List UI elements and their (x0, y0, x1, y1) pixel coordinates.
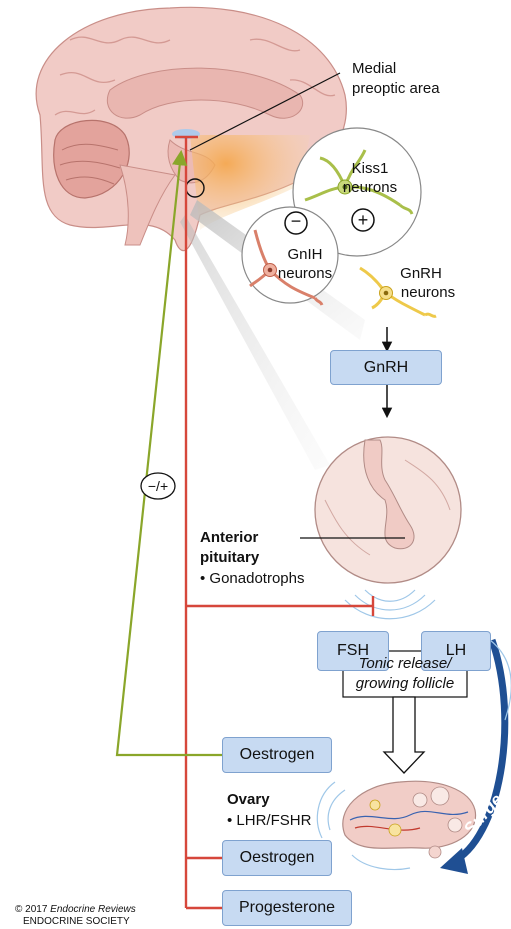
minus-sign: − (288, 212, 304, 231)
ovary-title: Ovary (227, 790, 270, 809)
oestrogen-box-ovary: Oestrogen (222, 840, 332, 876)
oestrogen-box-feedback: Oestrogen (222, 737, 332, 773)
tonic-release-line2: growing follicle (343, 674, 467, 693)
gnih-label-line1: GnIH (270, 245, 340, 264)
tonic-release-arrow (384, 697, 424, 773)
copyright-line2: ENDOCRINE SOCIETY (23, 916, 130, 928)
gonadotrophs-bullet: • Gonadotrophs (200, 569, 305, 588)
anterior-pituitary-title-line2: pituitary (200, 548, 259, 567)
pituitary-signal-arcs (345, 590, 435, 619)
gnih-label-line2: neurons (270, 264, 340, 283)
pituitary-illustration (315, 437, 461, 583)
copyright-journal: Endocrine Reviews (50, 904, 136, 915)
medial-preoptic-label-line1: Medial (352, 59, 396, 78)
kiss1-label-line2: neurons (335, 178, 405, 197)
ovary-illustration (317, 781, 475, 869)
plus-sign: + (355, 211, 371, 230)
copyright-line1: © 2017 Endocrine Reviews (15, 904, 136, 916)
gnrh-neuron-label-line1: GnRH (386, 264, 456, 283)
medial-preoptic-label-line2: preoptic area (352, 79, 440, 98)
copyright-prefix: © 2017 (15, 904, 50, 915)
lhr-fshr-bullet: • LHR/FSHR (227, 811, 311, 830)
gnrh-box: GnRH (330, 350, 442, 385)
kiss1-label-line1: Kiss1 (335, 159, 405, 178)
feedback-symbol: −/+ (142, 477, 174, 496)
progesterone-box: Progesterone (222, 890, 352, 926)
anterior-pituitary-title-line1: Anterior (200, 528, 258, 547)
tonic-release-line1: Tonic release/ (343, 654, 467, 673)
gnrh-neuron-label-line2: neurons (393, 283, 463, 302)
